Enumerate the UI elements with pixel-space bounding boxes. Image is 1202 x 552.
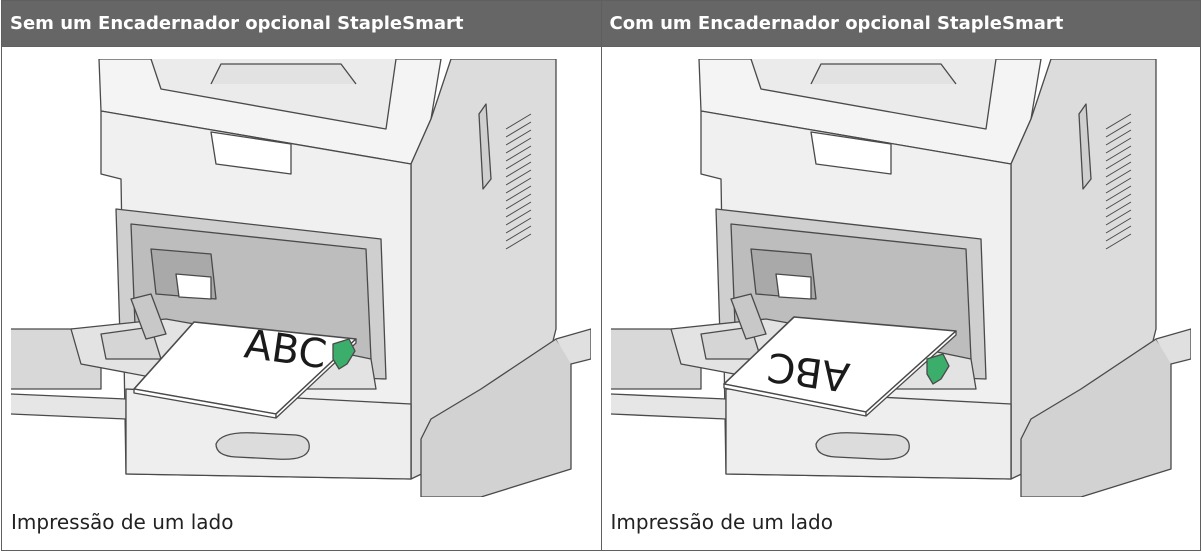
paper-text-right: ABC <box>764 343 852 400</box>
header-with-binder: Com um Encadernador opcional StapleSmart <box>600 0 1201 47</box>
printer-illustration-left: ABC <box>11 59 591 497</box>
paper-text-left: ABC <box>242 321 330 378</box>
printer-illustration-right: ABC <box>610 59 1191 497</box>
caption-left: Impressão de um lado <box>11 510 234 534</box>
header-without-binder: Sem um Encadernador opcional StapleSmart <box>1 0 602 47</box>
header-row: Sem um Encadernador opcional StapleSmart… <box>1 0 1201 47</box>
caption-right: Impressão de um lado <box>610 510 833 534</box>
content-row: ABC Impressão de um lado <box>1 46 1201 551</box>
cell-without-binder: ABC Impressão de um lado <box>1 46 602 551</box>
cell-with-binder: ABC Impressão de um lado <box>600 46 1201 551</box>
